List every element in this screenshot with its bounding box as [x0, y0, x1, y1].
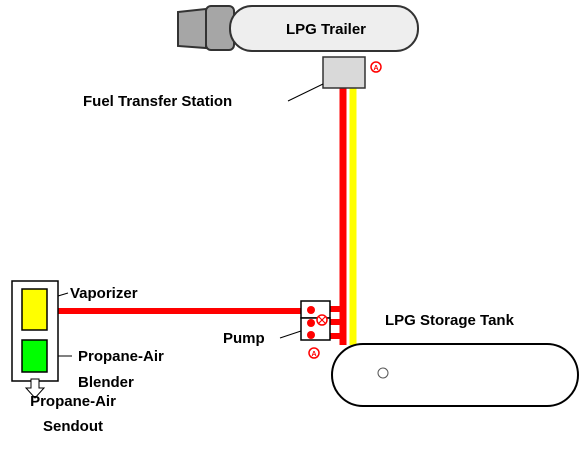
storage-tank-label: LPG Storage Tank [385, 312, 515, 329]
vaporizer-leader [57, 292, 69, 297]
down-arrow-icon [24, 378, 46, 399]
blender-label-line2: Blender [78, 374, 134, 391]
sendout: Propane-Air Sendout [24, 378, 116, 435]
trailer-label: LPG Trailer [286, 21, 366, 38]
pump: A Pump [223, 300, 331, 359]
blender-body [21, 339, 48, 373]
transfer-station-label: Fuel Transfer Station [83, 93, 232, 110]
esd-icon: A [370, 61, 382, 73]
vaporizer-label: Vaporizer [70, 285, 138, 302]
level-gauge-icon [377, 367, 389, 379]
pump-indicator-1 [307, 306, 315, 314]
storage-tank-body [331, 343, 579, 407]
vaporizer-blender-unit: Vaporizer Propane-Air Blender [11, 280, 164, 391]
transfer-station-box [322, 56, 366, 89]
svg-text:A: A [311, 351, 316, 358]
pump-indicator-3 [307, 331, 315, 339]
sendout-label-line2: Sendout [43, 418, 103, 435]
transfer-station-leader [287, 83, 324, 102]
fuel-transfer-station: A Fuel Transfer Station [83, 56, 382, 110]
pump-label: Pump [223, 330, 265, 347]
lpg-trailer: LPG Trailer [177, 5, 419, 52]
pump-leader [279, 330, 302, 339]
pump-esd-icon: A [308, 347, 320, 359]
svg-text:A: A [373, 65, 378, 72]
pump-indicator-2 [307, 319, 315, 327]
pump-upper-box [300, 300, 331, 319]
lpg-storage-tank: LPG Storage Tank [331, 312, 579, 407]
blender-label-line1: Propane-Air [78, 348, 164, 365]
sendout-label-line1: Propane-Air [30, 393, 116, 410]
x-valve-icon [316, 314, 328, 326]
trailer-cab [177, 7, 207, 50]
trailer-tank [229, 5, 419, 52]
vaporizer-body [21, 288, 48, 331]
